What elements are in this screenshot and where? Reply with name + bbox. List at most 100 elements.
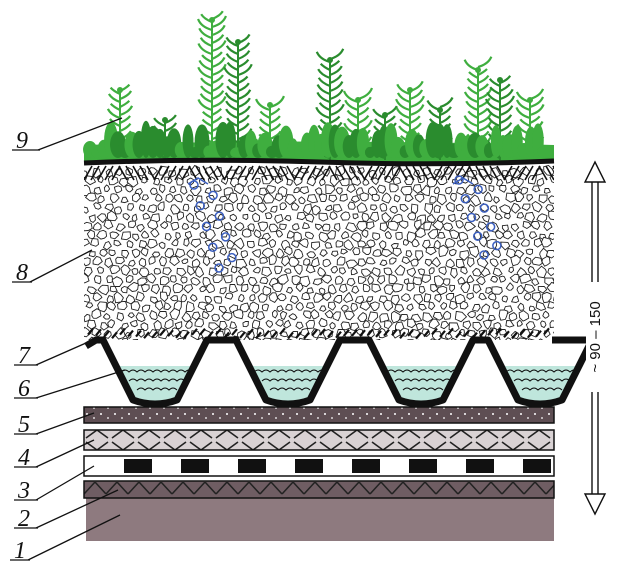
gravel-stone (523, 292, 532, 301)
filter-dash (247, 328, 254, 336)
gravel-stone (333, 204, 343, 213)
gravel-stone (262, 337, 272, 340)
gravel-stone (114, 206, 123, 215)
gravel-stone (516, 337, 527, 340)
gravel-stone (498, 275, 507, 283)
gravel-stone (247, 223, 255, 232)
gravel-stone (492, 267, 503, 277)
gravel-stone (142, 304, 151, 313)
gravel-stone (317, 266, 327, 277)
gravel-stone (176, 337, 185, 340)
gravel-stone (407, 212, 417, 221)
gravel-stone (428, 318, 440, 330)
filter-dash (391, 328, 398, 337)
gravel-stone (380, 249, 393, 258)
gravel-stone (91, 327, 102, 337)
leaf-cluster (537, 145, 553, 158)
gravel-stone (160, 291, 169, 303)
gravel-stone (442, 310, 452, 320)
gravel-stone (298, 238, 309, 249)
gravel-stone (141, 176, 148, 184)
gravel-stone (147, 238, 158, 249)
filter-dash (367, 328, 374, 336)
gravel-stone (196, 247, 206, 258)
gravel-stone (399, 204, 409, 213)
gravel-stone (533, 237, 543, 248)
gravel-stone (468, 245, 480, 259)
gravel-stone (412, 184, 423, 194)
gravel-stone (338, 283, 348, 293)
gravel-stone (285, 287, 294, 294)
gravel-stone (157, 201, 165, 212)
gravel-stone (504, 212, 511, 220)
gravel-stone (455, 203, 464, 212)
barrier-dash (523, 459, 551, 473)
gravel-stone (410, 203, 419, 215)
hatch-line (216, 165, 226, 181)
hatch-line (223, 165, 233, 181)
water-wave (394, 378, 452, 382)
gravel-stone (110, 341, 117, 347)
gravel-stone (549, 320, 554, 328)
gravel-stone (537, 285, 548, 294)
hatch-line (482, 165, 492, 181)
gravel-stone (148, 256, 156, 265)
gravel-stone (406, 282, 415, 292)
filter-dash (215, 327, 222, 336)
gravel-stone (350, 195, 361, 203)
gravel-stone (405, 250, 413, 258)
gravel-stone (253, 229, 262, 239)
gravel-stone (532, 291, 542, 303)
gravel-stone (146, 273, 157, 284)
gravel-stone (543, 187, 551, 194)
gravel-stone (542, 310, 550, 319)
gravel-stone (555, 187, 563, 197)
gravel-stone (528, 305, 536, 312)
water-wave (386, 369, 460, 373)
gravel-stone (92, 167, 102, 179)
gravel-stone (528, 231, 538, 240)
gravel-stone (176, 211, 185, 221)
gravel-stone (174, 321, 183, 330)
filter-dash (399, 331, 406, 339)
gravel-stone (376, 184, 387, 194)
gravel-stone (324, 309, 334, 319)
gravel-stone (91, 308, 102, 319)
gravel-stone (424, 293, 432, 303)
gravel-stone (106, 210, 118, 222)
filter-dash (343, 328, 350, 337)
gravel-stone (251, 284, 260, 294)
gravel-stone (291, 240, 300, 248)
hatch-line (363, 165, 373, 181)
gravel-stone (449, 284, 455, 293)
gravel-stone (505, 337, 512, 340)
gravel-stone (185, 300, 195, 313)
gravel-stone (339, 267, 347, 275)
gravel-stone (165, 214, 173, 223)
root-node (452, 177, 474, 185)
gravel-stone (467, 203, 475, 214)
gravel-stone (259, 187, 268, 196)
gravel-stone (117, 300, 128, 311)
gravel-stone (510, 295, 520, 303)
gravel-stone (498, 309, 509, 321)
gravel-stone (322, 258, 332, 268)
gravel-stone (224, 292, 234, 300)
gravel-stone (551, 167, 554, 173)
gravel-stone (436, 193, 447, 206)
hatch-line (426, 165, 436, 181)
gravel-stone (113, 185, 123, 194)
gravel-stone (262, 192, 275, 204)
gravel-stone (97, 195, 105, 203)
gravel-stone (199, 285, 207, 293)
gravel-stone (327, 284, 337, 295)
gravel-stone (555, 221, 562, 228)
gravel-stone (336, 256, 346, 266)
gravel-stone (365, 296, 374, 303)
gravel-stone (505, 320, 515, 328)
gravel-stone (311, 241, 321, 251)
gravel-stone (232, 309, 244, 320)
gravel-stone (440, 301, 447, 310)
gravel-stone (455, 258, 465, 269)
gravel-stone (84, 238, 91, 247)
